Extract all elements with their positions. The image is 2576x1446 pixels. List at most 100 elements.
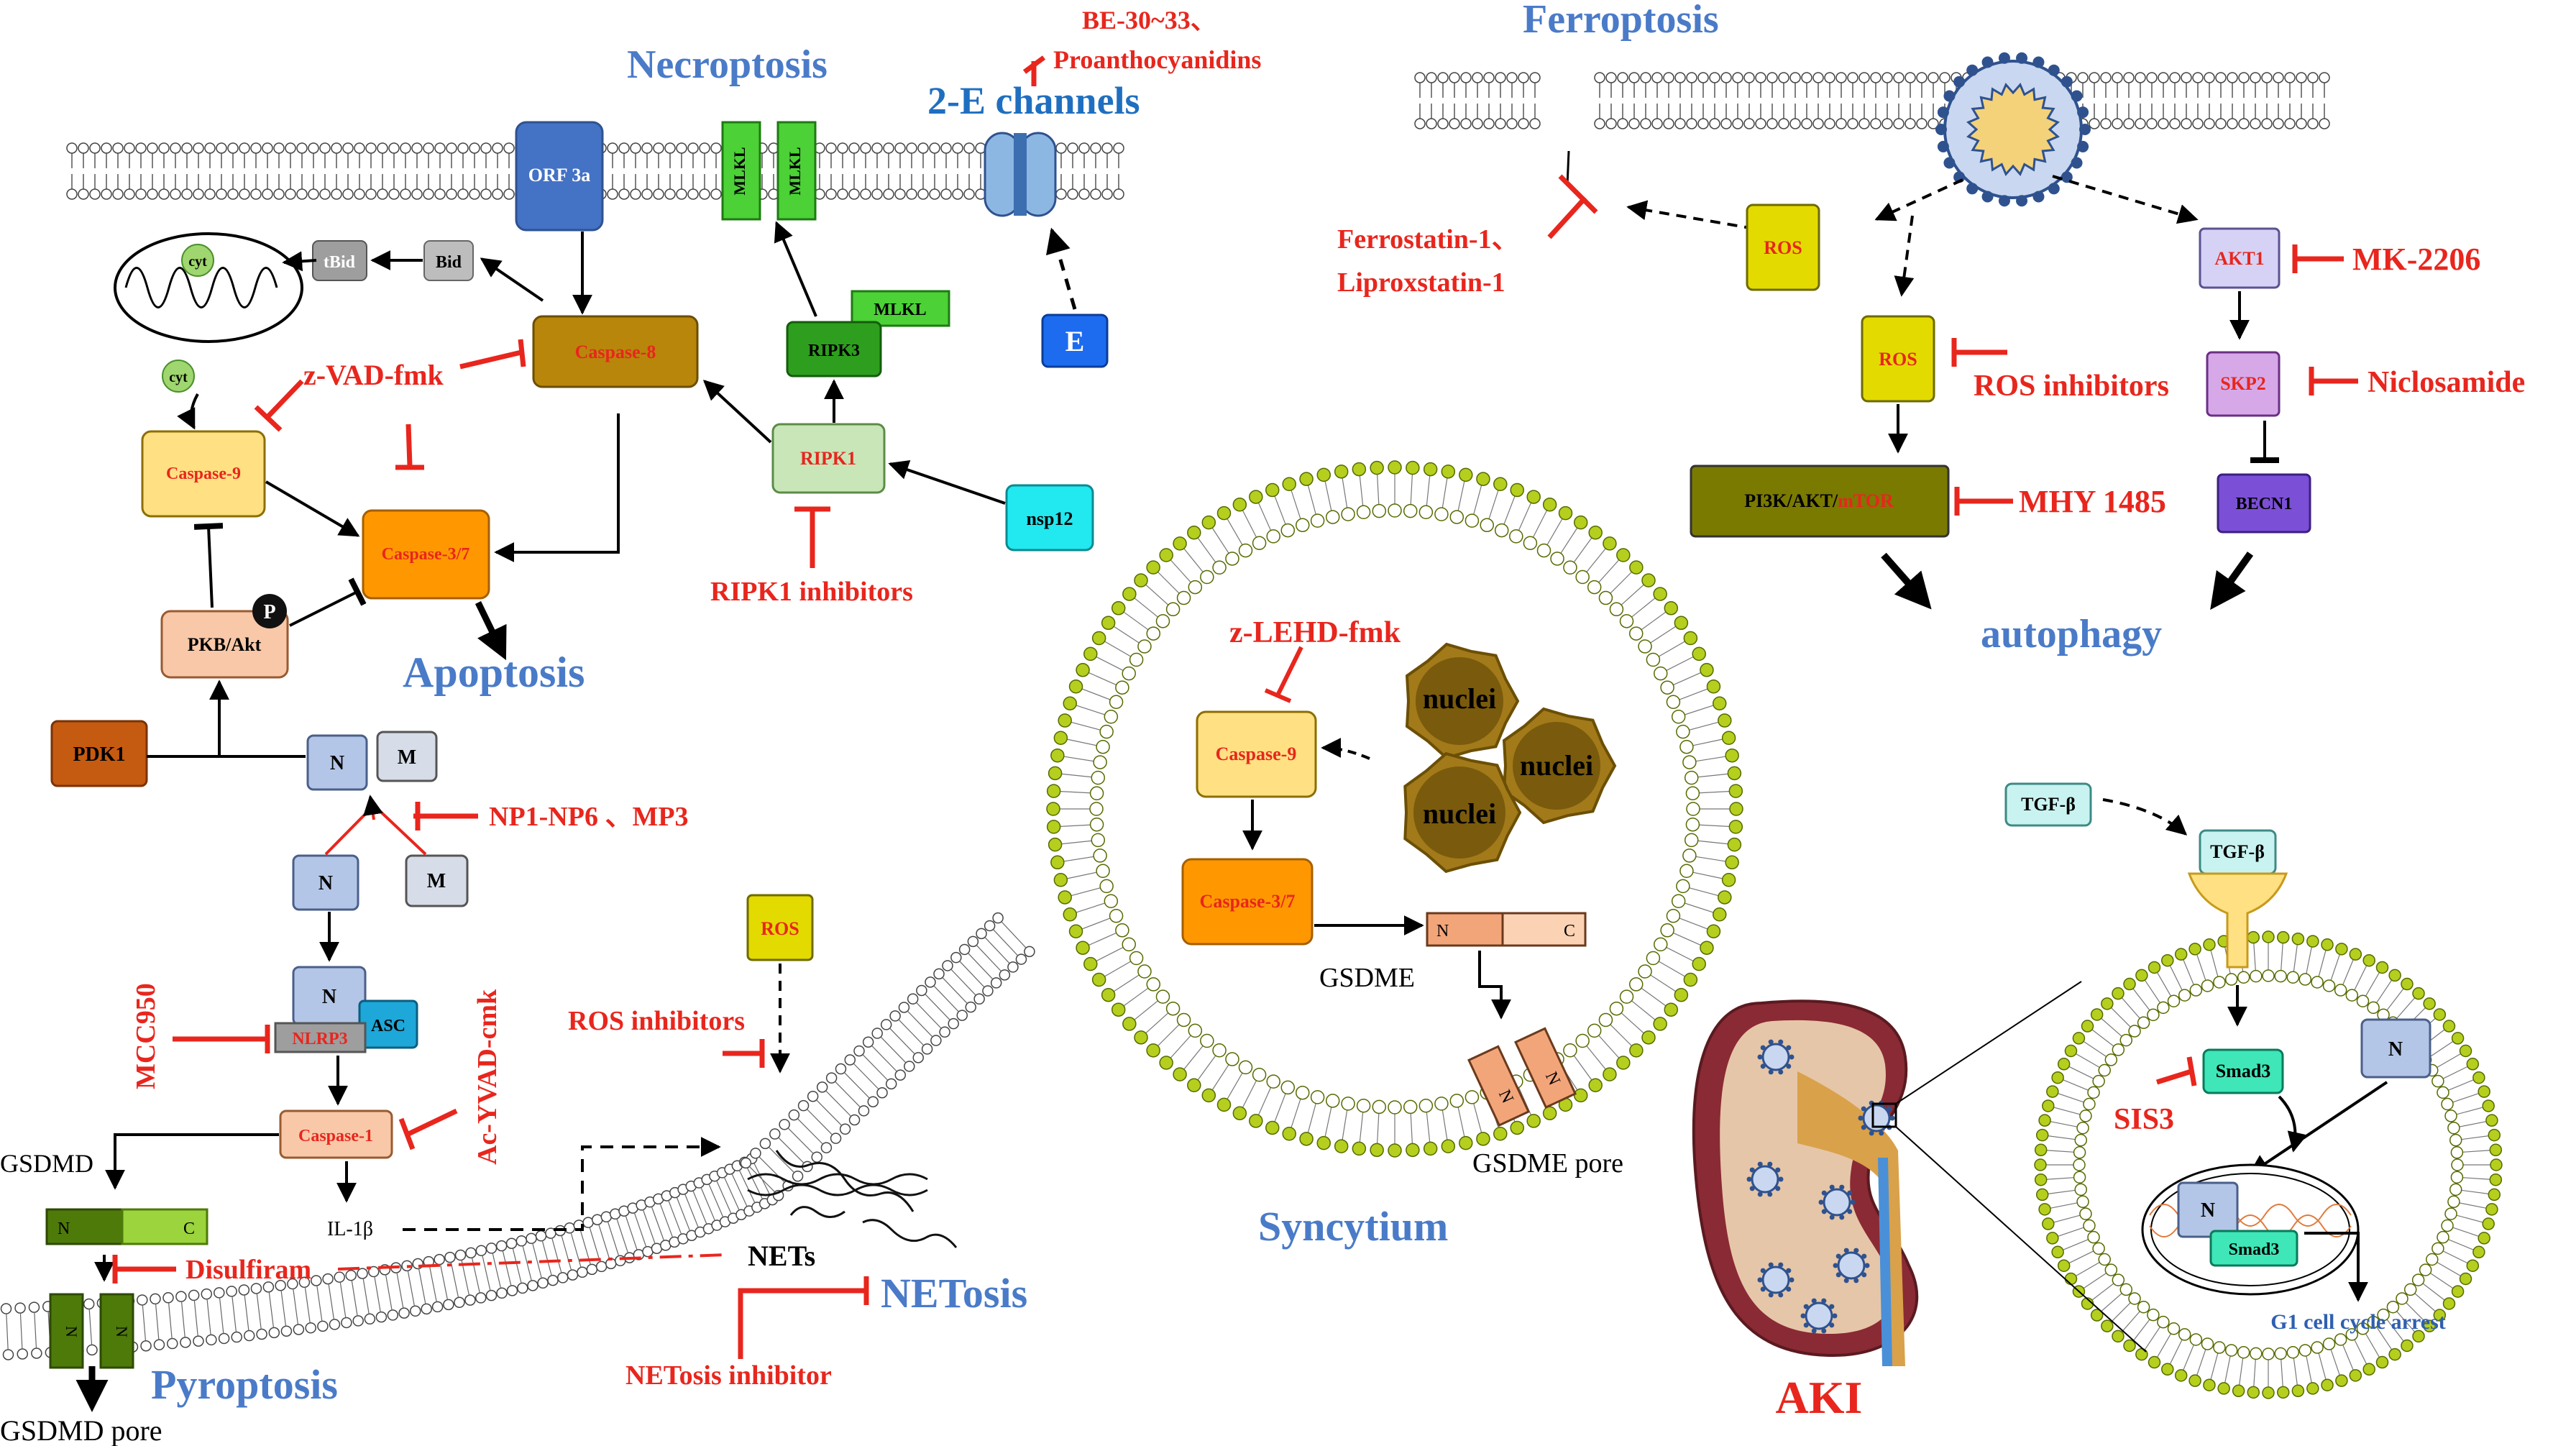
n-aki-label: N	[2388, 1038, 2403, 1061]
nsp12-label: nsp12	[1026, 508, 1073, 529]
title-autophagy: autophagy	[1981, 612, 2162, 656]
smad3-label: Smad3	[2216, 1061, 2271, 1081]
netosis-inhibitor-label: NETosis inhibitor	[625, 1360, 832, 1391]
virus-to-ros-arrow	[1874, 178, 1963, 221]
ferrostatin-inhibit-line	[1547, 196, 1587, 239]
netosis-inhibit-line	[738, 1288, 866, 1359]
cyt-2-label: cyt	[169, 370, 188, 385]
m-1-label: M	[398, 746, 416, 769]
nuclei-3-label: nuclei	[1423, 797, 1496, 830]
gsdmd-pore-label: GSDMD pore	[0, 1414, 162, 1446]
nuclei-to-casp9-arrow	[1321, 738, 1370, 760]
tgfb-receptor-label: TGF-β	[2210, 841, 2265, 862]
gsdmd-c-box	[121, 1208, 208, 1245]
mcc950-label: MCC950	[131, 983, 161, 1089]
m-2-box	[405, 854, 469, 907]
n-nucleus-box	[2177, 1181, 2239, 1238]
np1-label: NP1-NP6 、MP3	[489, 802, 689, 832]
zvad-label: z-VAD-fmk	[303, 359, 444, 391]
mitochondrion-icon	[114, 232, 303, 343]
pdk1-box	[50, 720, 148, 787]
title-aki: AKI	[1776, 1372, 1863, 1423]
sis3-label: SIS3	[2114, 1103, 2174, 1136]
becn1-box	[2217, 473, 2311, 534]
cyt-1-label: cyt	[188, 254, 207, 270]
becn1-label: BECN1	[2236, 495, 2293, 513]
phospho-label: P	[263, 601, 275, 623]
caspase9-label: Caspase-9	[166, 465, 241, 483]
n-2-label: N	[318, 872, 333, 894]
g1-arrest-label: G1 cell cycle arrest	[2270, 1310, 2446, 1334]
sync-caspase9-label: Caspase-9	[1216, 743, 1297, 764]
gsdme-n-label: N	[1436, 922, 1449, 941]
orf3a-box	[515, 121, 604, 232]
n-3-label: N	[322, 986, 336, 1008]
zvad-casp8-bar	[518, 339, 526, 367]
zoom-line-1	[1895, 981, 2082, 1104]
gsdmd-pore-n1-label: N	[63, 1326, 81, 1337]
mlkl-2-label: MLKL	[786, 147, 804, 195]
casp1-to-gsdmd-arrow	[105, 1133, 279, 1190]
zvad-casp8-line	[459, 349, 522, 370]
gsdmd-n-label: N	[58, 1220, 70, 1238]
becn1-to-autophagy-arrow	[2210, 552, 2254, 610]
phospho-icon	[252, 594, 287, 628]
n-to-nucleus-arrow	[2248, 1081, 2388, 1175]
bid-box	[423, 240, 474, 281]
ripk1-label: RIPK1	[800, 448, 856, 469]
casp8-to-casp37-arrow	[494, 413, 620, 562]
zvad-casp9-line	[265, 379, 304, 419]
nsp12-box	[1005, 484, 1094, 552]
pi3k-text: PI3K/AKT/	[1744, 490, 1838, 511]
virus-icon	[1935, 52, 2091, 207]
nsp12-to-ripk1-arrow	[888, 459, 1006, 505]
zvad-casp37-line	[405, 424, 413, 467]
mlkl-2-box	[776, 121, 817, 221]
title-ferroptosis: Ferroptosis	[1523, 0, 1719, 42]
zoom-line-2	[1895, 1126, 2147, 1353]
bid-label: Bid	[436, 253, 462, 272]
gsdmd-n-box	[45, 1208, 124, 1245]
caspase1-label: Caspase-1	[298, 1127, 373, 1145]
ros-ferro-box	[1746, 203, 1820, 291]
kidney-icon	[1692, 999, 1919, 1366]
title-apoptosis: Apoptosis	[403, 649, 585, 696]
tgfb-free-label: TGF-β	[2021, 794, 2076, 815]
mlkl-3-label: MLKL	[874, 301, 926, 319]
tbid-label: tBid	[324, 253, 356, 272]
e-label: E	[1065, 325, 1085, 357]
nuclei-icons	[1403, 642, 1617, 874]
mlkl-3-box	[851, 290, 950, 327]
skp2-box	[2206, 351, 2281, 417]
gsdmd-pore-n2-label: N	[113, 1326, 131, 1337]
sync-caspase37-label: Caspase-3/7	[1200, 891, 1296, 912]
virus-to-akt1-arrow	[2052, 175, 2199, 224]
gsdme-n-box	[1426, 912, 1504, 947]
gsdme-cleave-arrow	[1478, 951, 1511, 1020]
ripk3-box	[786, 321, 882, 377]
mtor-text: mTOR	[1838, 490, 1894, 511]
niclosamide-label: Niclosamide	[2368, 366, 2525, 399]
e-box	[1041, 314, 1109, 368]
sis3-inhibit-bar	[2186, 1056, 2197, 1086]
disulfiram-nets-line	[337, 1253, 727, 1271]
mlkl-1-label: MLKL	[730, 147, 748, 195]
tbid-to-mito-arrow	[282, 251, 317, 272]
sync-caspase37-box	[1181, 858, 1314, 946]
e-to-channel-arrow	[1045, 227, 1077, 310]
ros-ferro-label: ROS	[1764, 237, 1802, 258]
zlehd-label: z-LEHD-fmk	[1229, 616, 1401, 649]
smad3-nucleus-label: Smad3	[2229, 1240, 2280, 1259]
gsdme-c-box	[1501, 912, 1587, 947]
ros-2-label: ROS	[1879, 349, 1917, 370]
pdk1-label: PDK1	[73, 743, 125, 766]
title-netosis: NETosis	[881, 1270, 1027, 1317]
nets-label: NETs	[748, 1240, 815, 1272]
ripk1-inhibitors-label: RIPK1 inhibitors	[710, 577, 913, 607]
acyvad-label: Ac-YVAD-cmk	[472, 989, 503, 1165]
ferro-hole-line	[1566, 150, 1570, 186]
kidney-zoom-box	[1871, 1102, 1897, 1128]
e-channel-icon	[984, 132, 1057, 217]
ferrostatin-inhibit-bar	[1558, 174, 1598, 214]
